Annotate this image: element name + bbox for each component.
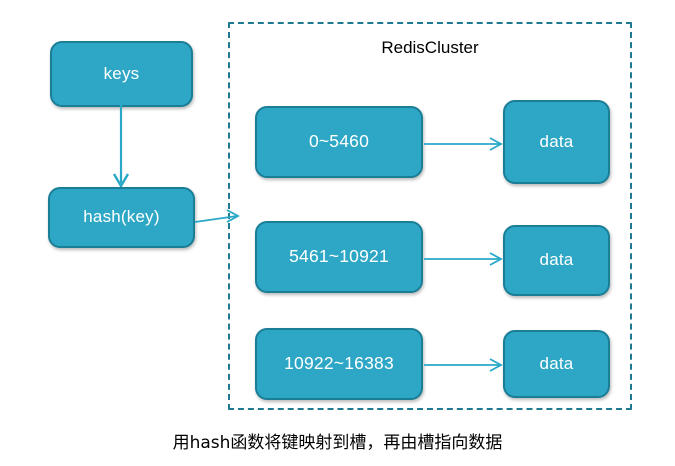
slot-node-0-label: 0~5460: [308, 131, 370, 152]
data-node-0-label: data: [539, 131, 574, 151]
arrow-keys-to-hash: [112, 103, 130, 189]
keys-node-label: keys: [103, 63, 140, 83]
data-node-2-label: data: [539, 353, 574, 373]
slot-node-1-label: 5461~10921: [289, 246, 389, 267]
slot-node-0[interactable]: 0~5460: [255, 106, 423, 178]
hash-key-node-label: hash(key): [83, 207, 160, 227]
slot-node-1[interactable]: 5461~10921: [255, 221, 423, 293]
slot-node-2[interactable]: 10922~16383: [255, 328, 423, 400]
diagram-caption: 用hash函数将键映射到槽，再由槽指向数据: [172, 433, 503, 453]
hash-key-node[interactable]: hash(key): [48, 187, 195, 248]
data-node-2[interactable]: data: [503, 330, 610, 398]
slot-node-2-label: 10922~16383: [284, 353, 394, 374]
data-node-1[interactable]: data: [503, 225, 610, 296]
data-node-1-label: data: [539, 250, 574, 270]
redis-cluster-title: RedisCluster: [381, 38, 479, 57]
keys-node[interactable]: keys: [50, 41, 193, 107]
data-node-0[interactable]: data: [503, 100, 610, 184]
